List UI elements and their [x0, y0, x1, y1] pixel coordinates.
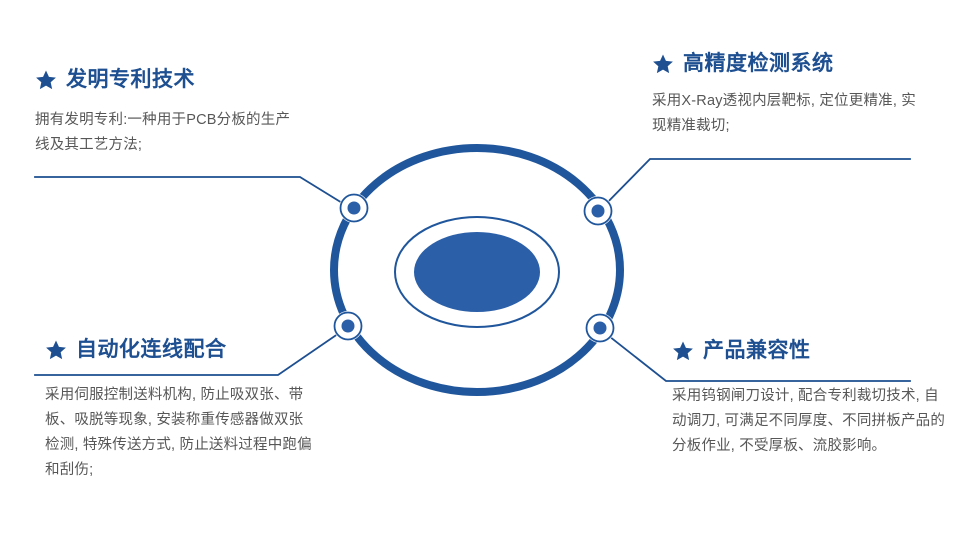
feature-title: 产品兼容性 [703, 339, 811, 362]
node-marker-top-left[interactable] [339, 193, 369, 223]
node-marker-top-right[interactable] [583, 196, 613, 226]
feature-title: 高精度检测系统 [683, 52, 834, 75]
feature-heading: 自动化连线配合 [45, 338, 335, 361]
star-icon [35, 69, 57, 91]
feature-block-bottom-left: 自动化连线配合 采用伺服控制送料机构, 防止吸双张、带板、吸脱等现象, 安装称重… [45, 338, 335, 483]
node-marker-bottom-right[interactable] [585, 313, 615, 343]
feature-body: 拥有发明专利:一种用于PCB分板的生产线及其工艺方法; [35, 112, 291, 154]
feature-heading: 产品兼容性 [672, 339, 962, 362]
outer-ring [330, 144, 624, 396]
node-marker-bottom-left[interactable] [333, 311, 363, 341]
star-icon [672, 340, 694, 362]
connector-bottom-left [34, 325, 350, 376]
feature-title: 自动化连线配合 [76, 338, 227, 361]
star-icon [652, 53, 674, 75]
feature-body: 采用钨钢闸刀设计, 配合专利裁切技术, 自动调刀, 可满足不同厚度、不同拼板产品… [672, 388, 946, 454]
connector-top-left [34, 176, 354, 211]
feature-heading: 发明专利技术 [35, 68, 325, 91]
connector-top-right [598, 158, 911, 212]
inner-ellipse [414, 232, 540, 312]
middle-ring [394, 216, 560, 328]
feature-title: 发明专利技术 [66, 68, 195, 91]
feature-heading: 高精度检测系统 [652, 52, 952, 75]
feature-block-top-left: 发明专利技术 拥有发明专利:一种用于PCB分板的生产线及其工艺方法; [35, 68, 325, 158]
feature-block-top-right: 高精度检测系统 采用X-Ray透视内层靶标, 定位更精准, 实现精准裁切; [652, 52, 952, 139]
feature-body: 采用X-Ray透视内层靶标, 定位更精准, 实现精准裁切; [652, 93, 916, 135]
feature-body: 采用伺服控制送料机构, 防止吸双张、带板、吸脱等现象, 安装称重传感器做双张检测… [45, 387, 312, 478]
star-icon [45, 339, 67, 361]
connector-bottom-right [598, 327, 911, 382]
feature-block-bottom-right: 产品兼容性 采用钨钢闸刀设计, 配合专利裁切技术, 自动调刀, 可满足不同厚度、… [672, 339, 962, 459]
